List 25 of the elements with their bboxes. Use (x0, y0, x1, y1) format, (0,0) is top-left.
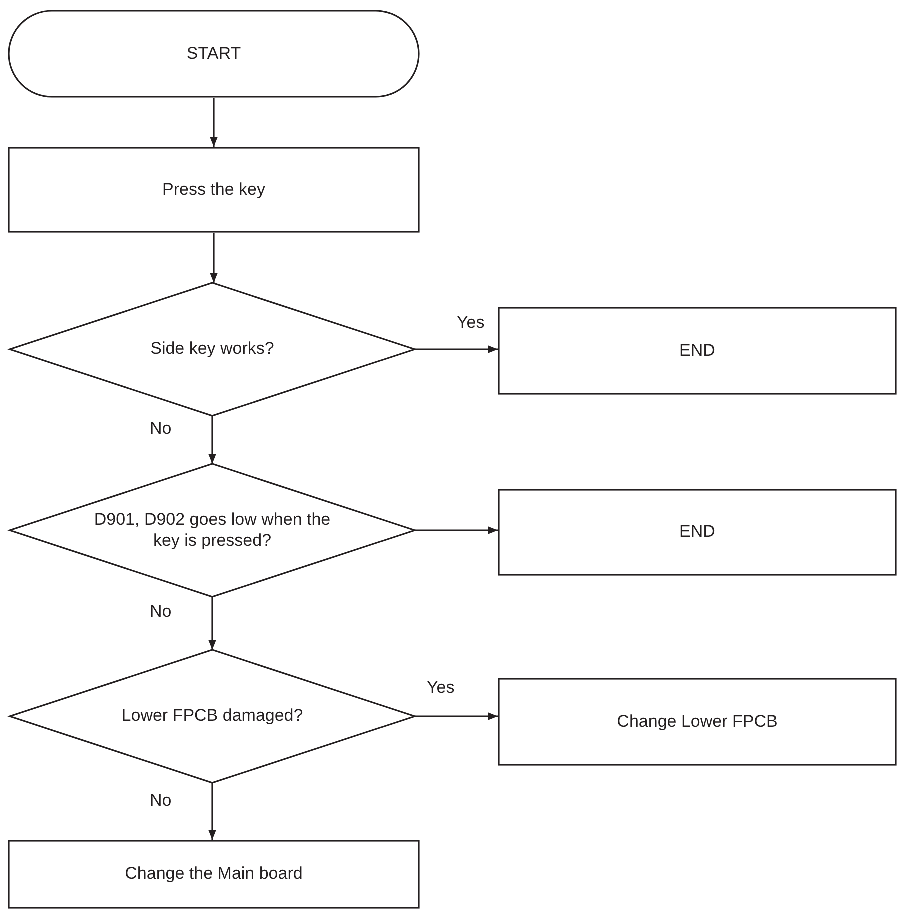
arrow (415, 346, 498, 354)
decision-diamond (10, 464, 415, 597)
arrow (208, 416, 216, 464)
arrow (208, 597, 216, 650)
node-label: Change the Main board (125, 864, 303, 885)
decision-diamond (10, 650, 415, 783)
decision-diamond (10, 283, 415, 416)
node-label: D901, D902 goes low when the key is pressed? (93, 510, 332, 551)
node-label: END (680, 522, 716, 543)
node-label: Lower FPCB damaged? (122, 706, 304, 727)
arrow (210, 98, 218, 147)
node-label: Press the key (162, 180, 266, 200)
node-label: START (186, 44, 242, 64)
process-box (498, 489, 897, 576)
arrow (415, 526, 498, 534)
arrow (208, 783, 216, 840)
process-box (8, 147, 420, 233)
node-label: END (680, 340, 716, 362)
process-box (498, 307, 897, 395)
arrow (210, 233, 218, 283)
arrow (415, 712, 498, 720)
process-box (498, 678, 897, 766)
node-label: Side key works? (150, 339, 274, 360)
process-box (8, 840, 420, 909)
node-label: Change Lower FPCB (617, 712, 778, 732)
